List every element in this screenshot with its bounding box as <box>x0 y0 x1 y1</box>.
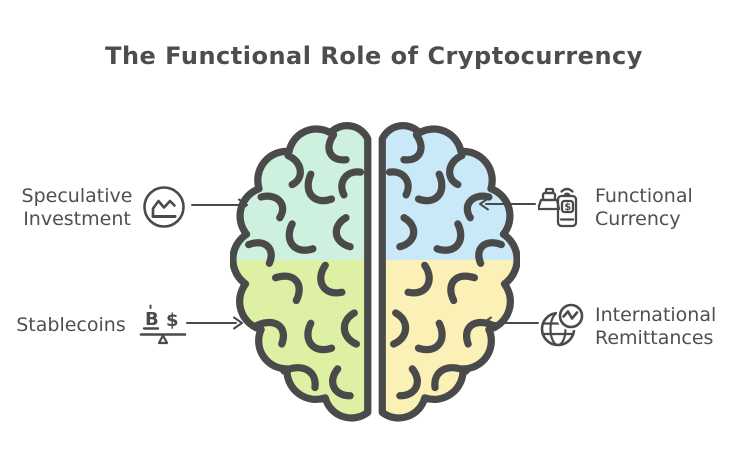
balance-scale-icon: B $ <box>139 304 187 345</box>
phone-dollar-symbol: $ <box>564 202 571 213</box>
page-title: The Functional Role of Cryptocurrency <box>105 42 643 70</box>
label-stablecoins: Stablecoins <box>16 314 126 336</box>
dollar-symbol: $ <box>166 310 179 331</box>
line-chart-circle-icon <box>143 186 185 228</box>
bitcoin-symbol: B <box>145 309 159 330</box>
label-international-remittances: International Remittances <box>595 304 717 349</box>
arrow-stablecoins-to-brain <box>186 316 243 330</box>
right-hemisphere <box>378 122 520 422</box>
gyri-lines <box>245 131 365 400</box>
arrow-functional-to-brain <box>479 197 536 211</box>
globe-pulse-icon <box>540 301 586 347</box>
label-functional-currency: Functional Currency <box>595 185 693 230</box>
arrow-speculative-to-brain <box>191 198 248 212</box>
arrow-remittances-to-brain <box>482 316 539 330</box>
label-speculative-investment: Speculative Investment <box>21 185 133 230</box>
cash-register-phone-icon: $ <box>538 187 578 228</box>
left-hemisphere <box>230 122 372 422</box>
brain-illustration <box>230 122 520 422</box>
